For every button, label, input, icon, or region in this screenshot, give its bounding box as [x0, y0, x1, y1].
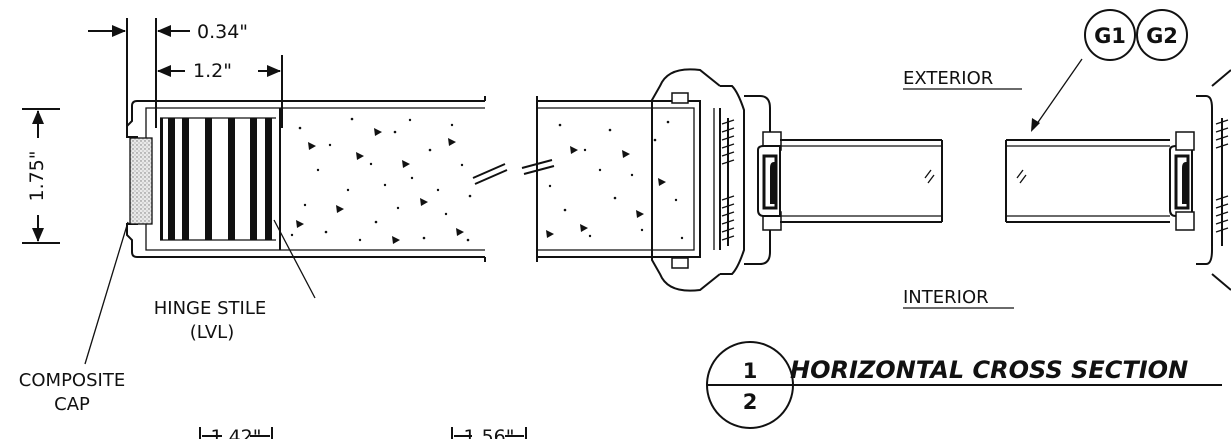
dim-door-thickness: 1.75" [26, 150, 48, 201]
glass-callout: G1 G2 [1084, 9, 1188, 61]
hinge-stile-sublabel: (LVL) [190, 322, 234, 343]
section-title-block: 1 2 HORIZONTAL CROSS SECTION [706, 341, 1222, 429]
callout-g2: G2 [1146, 24, 1178, 48]
hinge-stile-label: HINGE STILE [154, 298, 266, 319]
dim-cap-depth: 0.34" [197, 21, 248, 43]
composite-cap-label: COMPOSITE [19, 370, 125, 391]
dim-bottom-1: 1.42" [210, 426, 261, 439]
glass-right [1005, 139, 1170, 223]
composite-cap-sublabel: CAP [54, 394, 90, 415]
lite-frame-left [651, 68, 782, 292]
dim-bottom-2: 1.56" [463, 426, 514, 439]
dimension-lines [22, 18, 527, 439]
door-body-section [521, 96, 721, 262]
callout-bubble-g2 [1136, 9, 1188, 61]
callout-g1: G1 [1094, 24, 1126, 48]
detail-number: 1 [743, 359, 758, 383]
composite-cap-fill [129, 137, 153, 225]
foam-core-right [546, 120, 684, 240]
lite-frame-right [1169, 69, 1231, 291]
dim-lvl-width: 1.2" [193, 60, 232, 82]
leader-lines [84, 58, 1083, 365]
screw-left [721, 118, 735, 246]
callout-bubble-g1 [1084, 9, 1136, 61]
exterior-label: EXTERIOR [903, 68, 993, 89]
glass-left [780, 139, 943, 223]
interior-label: INTERIOR [903, 287, 989, 308]
section-title: HORIZONTAL CROSS SECTION [790, 356, 1188, 384]
sheet-number: 2 [743, 390, 758, 414]
lvl-laminations [160, 117, 276, 241]
door-edge-section [126, 96, 508, 262]
foam-core-left [290, 117, 472, 244]
